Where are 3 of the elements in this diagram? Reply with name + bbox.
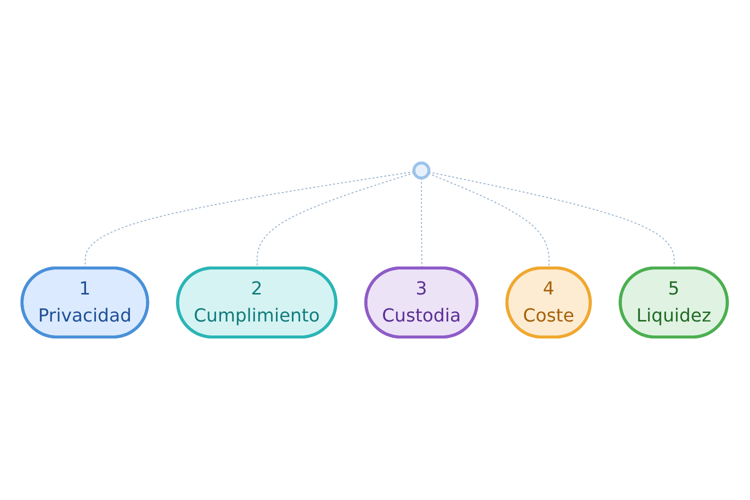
connector (421, 178, 423, 269)
node-circle (412, 162, 431, 180)
connector (428, 172, 676, 269)
